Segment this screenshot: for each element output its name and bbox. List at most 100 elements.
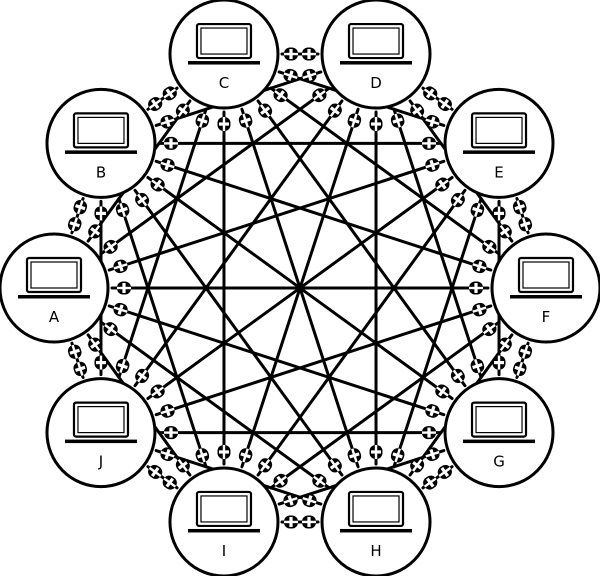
cable-connector-icon xyxy=(115,358,130,374)
cable-connector-icon xyxy=(327,103,342,118)
cable-connector-icon xyxy=(162,86,177,101)
node-H[interactable]: H xyxy=(320,466,432,576)
cable-connector-icon xyxy=(175,458,190,473)
cable-connector-icon xyxy=(94,206,108,221)
cable-connector-icon xyxy=(423,475,438,490)
cable-connector-icon xyxy=(258,458,273,473)
cable-connector-icon xyxy=(422,426,437,440)
cable-connector-icon xyxy=(437,97,452,112)
node-F[interactable]: F xyxy=(490,232,600,344)
cable-connector-icon xyxy=(283,47,298,61)
laptop-icon xyxy=(463,112,536,154)
link-E-J xyxy=(146,176,454,400)
node-B[interactable]: B xyxy=(45,87,157,199)
cable-connector-icon xyxy=(369,444,383,459)
cable-connector-icon xyxy=(67,217,82,232)
link-E-I xyxy=(256,188,467,477)
cable-connector-icon xyxy=(160,404,175,418)
cable-connector-icon xyxy=(369,117,383,132)
connectors-layer xyxy=(67,47,533,529)
node-label: E xyxy=(494,163,503,181)
cable-connector-icon xyxy=(217,117,231,132)
link-F-I xyxy=(269,320,501,490)
node-D[interactable]: D xyxy=(320,0,432,110)
cable-connector-icon xyxy=(512,200,527,215)
cable-connector-icon xyxy=(347,113,362,128)
cable-connector-icon xyxy=(195,448,210,463)
laptop-icon xyxy=(64,401,137,444)
cable-connector-icon xyxy=(347,448,362,463)
cable-connector-icon xyxy=(103,239,118,254)
cable-connector-icon xyxy=(435,177,450,192)
link-D-J xyxy=(133,99,344,388)
cable-connector-icon xyxy=(302,493,317,508)
cable-connector-icon xyxy=(163,136,178,150)
cable-connector-icon xyxy=(94,355,108,370)
node-label: J xyxy=(98,453,103,471)
node-label: H xyxy=(370,542,381,560)
cable-connector-icon xyxy=(312,88,327,103)
cable-connector-icon xyxy=(273,88,288,103)
laptop-icon xyxy=(187,22,260,65)
cable-connector-icon xyxy=(492,355,506,370)
link-E-H xyxy=(392,197,483,469)
cable-connector-icon xyxy=(283,515,298,529)
cable-connector-icon xyxy=(148,97,163,112)
cable-connector-icon xyxy=(497,337,512,352)
cable-connector-icon xyxy=(150,177,165,192)
laptop-icon xyxy=(18,256,90,299)
cable-connector-icon xyxy=(283,68,298,83)
node-G[interactable]: G xyxy=(443,377,555,489)
cable-connector-icon xyxy=(217,444,231,459)
cable-connector-icon xyxy=(150,384,165,399)
cable-connector-icon xyxy=(273,473,288,488)
cable-connector-icon xyxy=(88,224,103,239)
node-J[interactable]: J xyxy=(45,377,157,489)
cable-connector-icon xyxy=(410,103,425,118)
cable-connector-icon xyxy=(135,368,150,384)
cable-connector-icon xyxy=(135,192,150,208)
cable-connector-icon xyxy=(88,337,103,352)
link-C-F xyxy=(269,86,501,256)
cable-connector-icon xyxy=(410,458,425,473)
cable-connector-icon xyxy=(450,368,465,384)
cable-connector-icon xyxy=(390,448,405,463)
cable-connector-icon xyxy=(470,358,485,374)
laptop-icon xyxy=(510,256,582,299)
node-label: G xyxy=(493,453,505,471)
laptop-icon xyxy=(64,112,137,154)
cable-connector-icon xyxy=(302,47,317,61)
laptop-icon xyxy=(340,22,413,65)
cable-connector-icon xyxy=(195,113,210,128)
cable-connector-icon xyxy=(238,448,253,463)
node-E[interactable]: E xyxy=(443,87,555,199)
node-label: F xyxy=(542,308,551,326)
cable-connector-icon xyxy=(302,68,317,83)
cable-connector-icon xyxy=(450,192,465,208)
cable-connector-icon xyxy=(422,136,437,150)
node-C[interactable]: C xyxy=(168,0,280,110)
cable-connector-icon xyxy=(437,464,452,479)
node-A[interactable]: A xyxy=(0,232,110,344)
cable-connector-icon xyxy=(327,458,342,473)
cable-connector-icon xyxy=(469,281,483,295)
cable-connector-icon xyxy=(238,113,253,128)
laptop-icon xyxy=(463,401,536,444)
link-A-D xyxy=(99,86,331,256)
cable-connector-icon xyxy=(492,206,506,221)
cable-connector-icon xyxy=(175,103,190,118)
cable-connector-icon xyxy=(117,281,131,295)
cable-connector-icon xyxy=(258,103,273,118)
cable-connector-icon xyxy=(160,114,175,129)
cable-connector-icon xyxy=(302,515,317,529)
link-F-J xyxy=(154,304,493,417)
node-label: D xyxy=(370,74,382,92)
link-D-G xyxy=(392,107,483,379)
cable-connector-icon xyxy=(482,239,497,254)
node-I[interactable]: I xyxy=(168,466,280,576)
cable-connector-icon xyxy=(425,447,440,462)
cable-connector-icon xyxy=(472,302,487,317)
cable-connector-icon xyxy=(512,361,527,376)
cable-connector-icon xyxy=(113,259,128,274)
